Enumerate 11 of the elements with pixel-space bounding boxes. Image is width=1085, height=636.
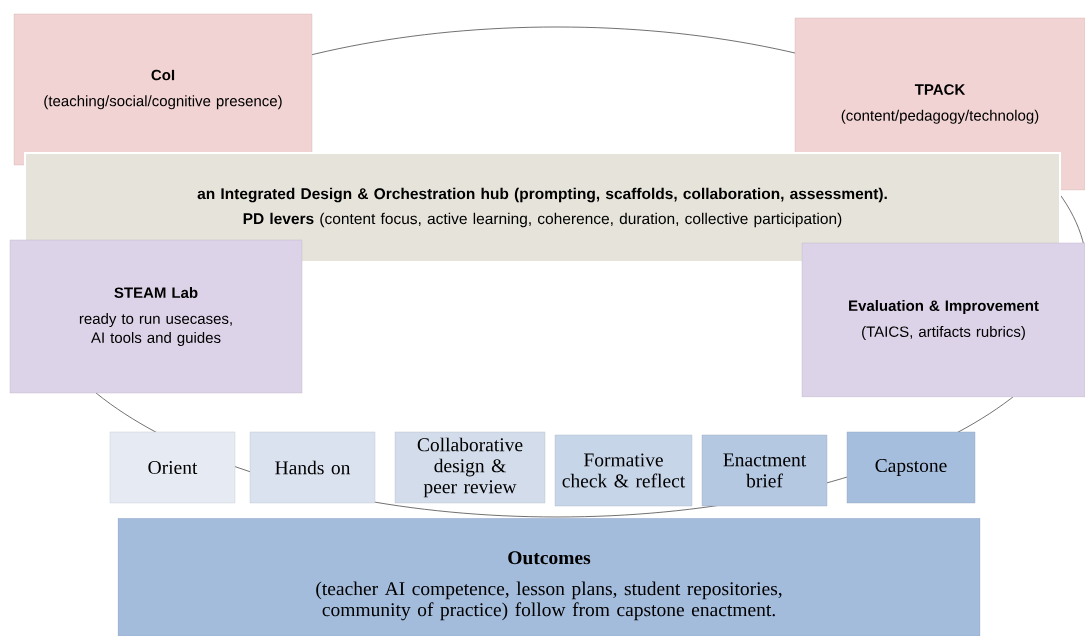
- stage-box: Hands on: [249, 431, 376, 504]
- stage-box: Formative check & reflect: [554, 434, 693, 507]
- framework-box: Evaluation & Improvement (TAICS, artifacts rubrics): [801, 242, 1085, 398]
- stage-box: Enactment brief: [701, 434, 828, 507]
- outcomes-panel: Outcomes (teacher AI competence, lesson plans, student repositories, community of practice) follow from capstone enactment.: [117, 517, 981, 636]
- framework-box: CoI (teaching/social/cognitive presence): [13, 13, 313, 166]
- stage-box: Collaborative design & peer review: [394, 431, 546, 504]
- framework-box: STEAM Lab ready to run usecases, AI tools and guides: [9, 239, 303, 394]
- stage-box: Orient: [109, 431, 236, 504]
- hub-banner: an Integrated Design & Orchestration hub (prompting, scaffolds, collaboration, assessment). PD levers (content focus, active learning, coherence, duration, collective participation): [24, 152, 1061, 263]
- stage-box: Capstone: [846, 431, 976, 504]
